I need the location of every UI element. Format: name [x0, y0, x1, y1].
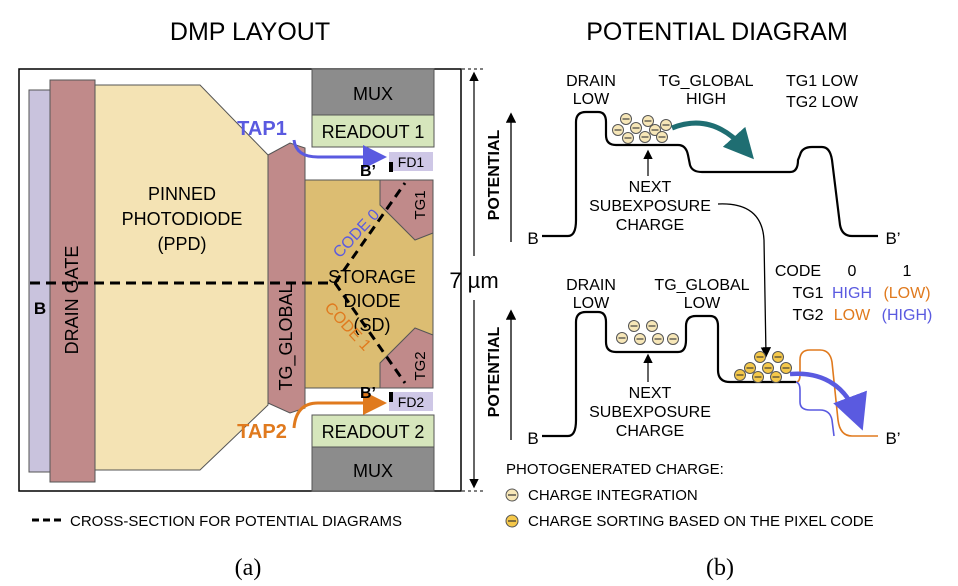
code-row2-c0: LOW: [834, 307, 871, 324]
panel-a: DMP LAYOUT DRAIN GATE PINNED PHOTODIODE …: [18, 18, 499, 581]
teal-transfer-arrow: [671, 120, 754, 160]
potential-label-bottom: POTENTIAL: [486, 326, 503, 417]
b-prime-top-diagram: B’: [885, 229, 900, 248]
caption-a: (a): [235, 555, 262, 581]
dimension-label: 7 µm: [449, 268, 498, 293]
ppd-label-line1: PINNED: [148, 184, 216, 204]
top-tg1-state: TG1 LOW: [786, 73, 859, 90]
ppd-label-line3: (PPD): [158, 234, 207, 254]
tap2-label: TAP2: [237, 421, 287, 443]
b-prime-top: B’: [360, 163, 376, 180]
fd2: [389, 392, 433, 411]
tg-global-label: TG_GLOBAL: [276, 283, 297, 390]
top-next-line3: CHARGE: [616, 217, 684, 234]
fd1-contact: [389, 162, 393, 172]
top-electrons: [612, 113, 672, 144]
tg-barrier-code0: [795, 381, 835, 437]
bottom-drain-line1: DRAIN: [566, 277, 616, 294]
code-col1: 1: [903, 263, 912, 280]
b-prime-bottom-diagram: B’: [885, 429, 900, 448]
drain-strip: [28, 89, 52, 473]
fd1: [389, 152, 433, 171]
top-tg2-state: TG2 LOW: [786, 94, 859, 111]
code-row2-label: TG2: [792, 307, 823, 324]
code-table: CODE 0 1 TG1 HIGH (LOW) TG2 LOW (HIGH): [775, 263, 932, 324]
mux-top-label: MUX: [353, 84, 393, 104]
readout-1-label: READOUT 1: [322, 122, 425, 142]
fd1-label: FD1: [398, 154, 425, 170]
potential-diagram-top: POTENTIAL B B’ DRAIN LOW TG_GLOBAL HIGH …: [486, 73, 901, 248]
potential-profile-bottom: [542, 310, 796, 438]
sorting-arrow: [789, 371, 867, 431]
readout-2: [311, 414, 435, 448]
b-top: B: [527, 229, 538, 248]
tap2-arrow: [292, 391, 387, 429]
code-header: CODE: [775, 263, 821, 280]
pinned-photodiode: [94, 84, 269, 471]
drain-gate-label: DRAIN GATE: [62, 246, 82, 355]
potential-diagram-bottom: POTENTIAL B B’ DRAIN LOW TG_GLOBAL LOW: [486, 277, 901, 448]
transfer-connector-arrow: [717, 203, 772, 358]
b-prime-bottom: B’: [360, 385, 376, 402]
sd-label-line1: STORAGE: [328, 267, 416, 287]
fd2-contact: [389, 392, 393, 402]
b-marker: B: [34, 299, 46, 318]
readout-1: [311, 114, 435, 148]
code-row1-c0: HIGH: [832, 285, 872, 302]
bottom-tgg-line2: LOW: [684, 295, 721, 312]
tg-global: [267, 142, 306, 414]
cross-section-branch-bottom: [333, 282, 407, 384]
tg1: [379, 179, 434, 241]
panel-b-title: POTENTIAL DIAGRAM: [586, 18, 848, 46]
sd-label-line3: (SD): [354, 315, 391, 335]
tg-barrier-code1: [795, 349, 878, 437]
legend-title: PHOTOGENERATED CHARGE:: [506, 461, 724, 478]
bottom-tgg-line1: TG_GLOBAL: [654, 277, 749, 294]
top-tgg-line1: TG_GLOBAL: [658, 73, 753, 90]
legend-sorting: CHARGE SORTING BASED ON THE PIXEL CODE: [528, 513, 874, 530]
top-tgg-line2: HIGH: [686, 91, 726, 108]
tg2-label: TG2: [412, 351, 429, 380]
legend-text: CROSS-SECTION FOR POTENTIAL DIAGRAMS: [70, 513, 402, 530]
bottom-drain-line2: LOW: [573, 295, 610, 312]
code-row2-c1: (HIGH): [882, 307, 933, 324]
top-drain-line1: DRAIN: [566, 73, 616, 90]
ppd-label-line2: PHOTODIODE: [122, 209, 243, 229]
sd-label-line2: DIODE: [343, 291, 400, 311]
caption-b: (b): [706, 555, 734, 581]
tap1-arrow: [292, 139, 387, 169]
tg1-label: TG1: [412, 190, 429, 219]
bottom-next-line2: SUBEXPOSURE: [589, 404, 711, 421]
mux-bottom: [311, 446, 435, 492]
tg2: [379, 327, 434, 389]
panel-b: POTENTIAL DIAGRAM POTENTIAL B B’ DRAIN L…: [486, 18, 932, 581]
mux-bottom-label: MUX: [353, 461, 393, 481]
potential-label-top: POTENTIAL: [486, 129, 503, 220]
tap1-label: TAP1: [237, 118, 287, 140]
panel-a-title: DMP LAYOUT: [170, 18, 330, 46]
bottom-next-line1: NEXT: [629, 385, 672, 402]
readout-2-label: READOUT 2: [322, 422, 425, 442]
fd2-label: FD2: [398, 394, 425, 410]
charge-legend: PHOTOGENERATED CHARGE: CHARGE INTEGRATIO…: [505, 461, 874, 530]
code-row1-label: TG1: [792, 285, 823, 302]
drain-gate: [49, 79, 96, 483]
top-next-line1: NEXT: [629, 179, 672, 196]
cross-section-branch-top: [333, 182, 407, 284]
code-col0: 0: [848, 263, 857, 280]
mux-top: [311, 68, 435, 116]
legend-integration: CHARGE INTEGRATION: [528, 487, 698, 504]
top-drain-line2: LOW: [573, 91, 610, 108]
bottom-ppd-electrons: [616, 320, 679, 345]
code-row1-c1: (LOW): [883, 285, 930, 302]
top-next-line2: SUBEXPOSURE: [589, 198, 711, 215]
potential-profile-top: [542, 110, 878, 238]
bottom-sd-electrons: [734, 351, 792, 383]
b-bottom: B: [527, 429, 538, 448]
bottom-next-line3: CHARGE: [616, 423, 684, 440]
